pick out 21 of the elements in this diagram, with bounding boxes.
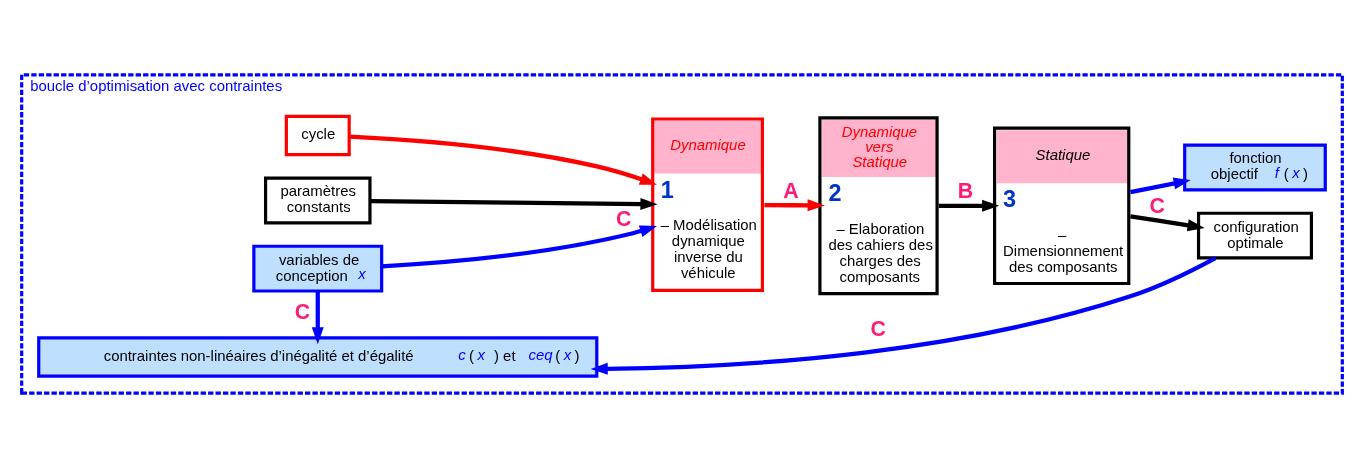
arrow bbox=[590, 256, 1217, 375]
node-box: fonction objectif f(x) bbox=[1183, 143, 1327, 192]
edge-label: C bbox=[870, 316, 886, 341]
arrow bbox=[311, 291, 324, 345]
edge-label: C bbox=[615, 207, 632, 232]
edge-label: C bbox=[1149, 194, 1165, 219]
arrow bbox=[1130, 214, 1205, 232]
edge-label: C bbox=[294, 299, 311, 324]
node-box: paramètres constants bbox=[263, 176, 372, 225]
arrow bbox=[938, 199, 1000, 212]
node-box: cycle bbox=[284, 114, 351, 157]
arrow bbox=[1130, 177, 1191, 195]
arrow bbox=[381, 225, 657, 269]
edge-label: A bbox=[783, 179, 799, 204]
node-box: configuration optimale bbox=[1196, 211, 1313, 260]
node-box: contraintes non-linéaires d’inégalité et d’égalité c(x) et ceq(x) bbox=[37, 336, 599, 378]
arrow bbox=[349, 134, 657, 185]
edge-label: B bbox=[957, 179, 974, 204]
arrow bbox=[370, 198, 658, 210]
arrow bbox=[764, 199, 825, 212]
node-box: variables de conception x bbox=[252, 244, 384, 293]
